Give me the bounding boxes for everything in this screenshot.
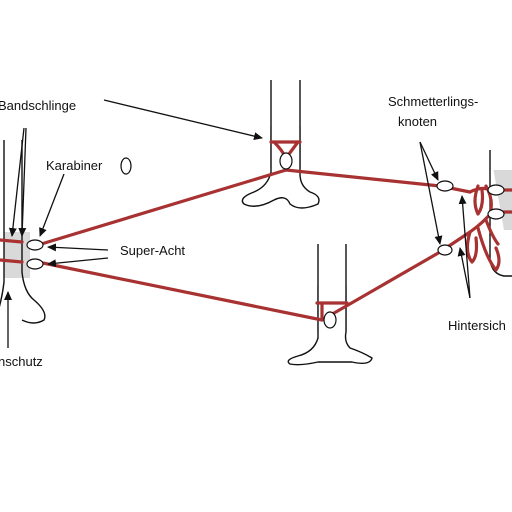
arrow-super-acht-2 <box>47 257 109 268</box>
labels: Bandschlinge Karabiner Super-Acht nschut… <box>0 94 506 369</box>
arrow-karabiner <box>39 173 65 237</box>
arrow-bandschlinge-3 <box>103 99 263 141</box>
carabiner-right-upper-a <box>436 180 454 192</box>
carabiner-right-upper-b <box>487 184 505 196</box>
carabiner-bottom <box>323 311 337 329</box>
rope-bottom-line <box>36 230 472 322</box>
arrow-schmetterlings-2 <box>419 141 443 245</box>
label-schmetterlings-line2: knoten <box>398 114 437 129</box>
carabiner-left-upper <box>26 239 44 251</box>
rope-left-anchor <box>0 238 24 264</box>
label-hintersich: Hintersich <box>448 318 506 333</box>
rope-bottom-anchor <box>315 301 349 322</box>
carabiner-left-lower <box>26 258 44 270</box>
rope-top-line <box>36 168 472 247</box>
annotation-arrows <box>3 99 471 348</box>
arrow-bandschlinge-1 <box>8 127 25 237</box>
label-schmetterlings-line1: Schmetterlings- <box>388 94 478 109</box>
carabiner-top <box>279 152 293 170</box>
tree-top <box>241 80 320 209</box>
label-super-acht: Super-Acht <box>120 243 185 258</box>
label-bandschlinge: Bandschlinge <box>0 98 76 113</box>
carabiners <box>26 152 505 329</box>
arrow-schmetterlings-1 <box>419 141 439 181</box>
arrow-super-acht-1 <box>47 243 109 252</box>
arrow-hintersich-2 <box>457 247 471 299</box>
arrow-hintersich-1 <box>458 195 471 299</box>
carabiner-right-lower-a <box>437 244 453 256</box>
rope-right-loops <box>465 184 512 272</box>
label-schutz: nschutz <box>0 354 43 369</box>
arrow-bandschlinge-2 <box>18 127 27 237</box>
label-karabiner: Karabiner <box>46 158 103 173</box>
carabiner-right-lower-b <box>487 208 505 220</box>
carabiner-outline-icon <box>120 157 132 175</box>
tree-left <box>0 140 46 324</box>
